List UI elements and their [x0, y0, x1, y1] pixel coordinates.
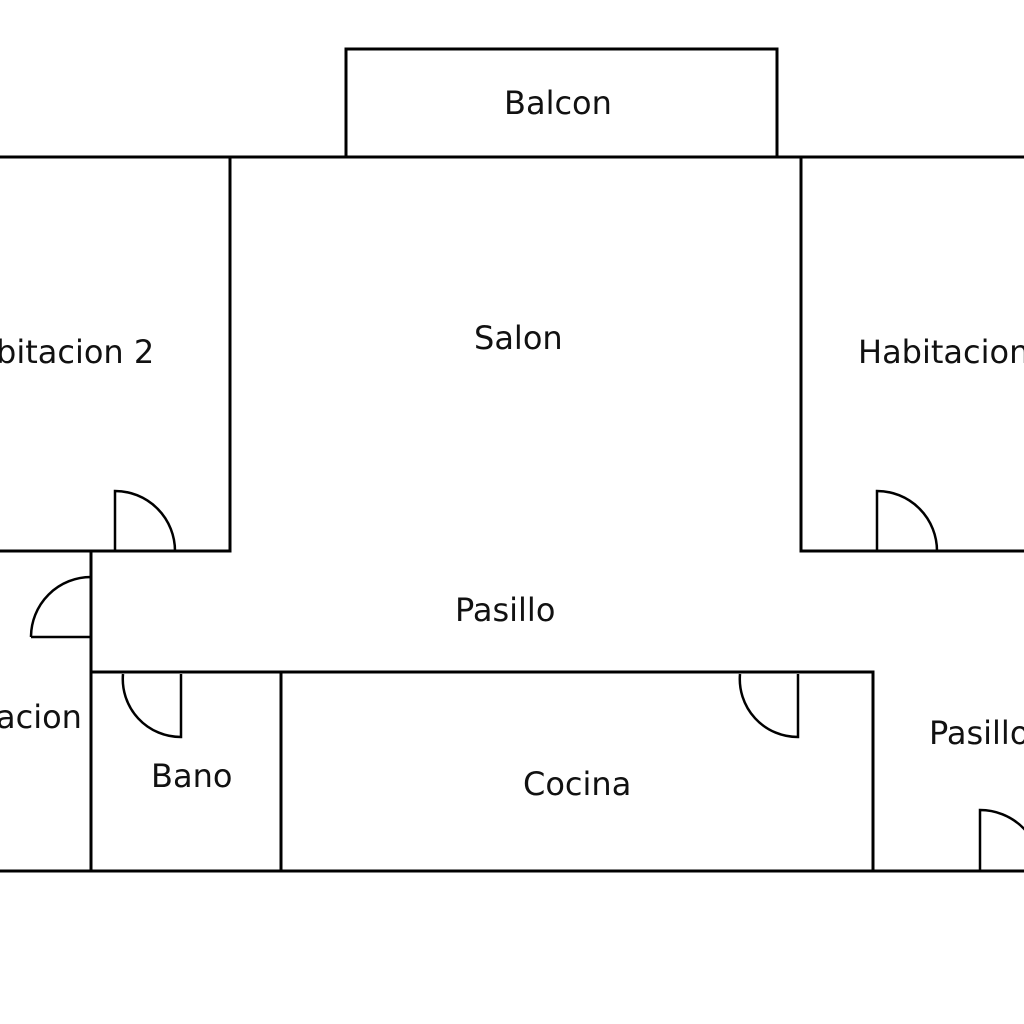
- label-habitacion-1: Habitacion: [858, 333, 1024, 371]
- label-cocina: Cocina: [523, 765, 631, 803]
- door-cocina: [738, 673, 800, 739]
- door-habitacion-1: [875, 489, 939, 552]
- label-balcon: Balcon: [504, 84, 612, 122]
- habitacion-2-wall: [0, 155, 232, 553]
- label-habitacion-3: acion: [0, 698, 82, 736]
- label-pasillo-2: Pasillo: [929, 714, 1024, 752]
- habitacion-1-wall: [799, 155, 1024, 553]
- doors: [29, 489, 1024, 871]
- pasillo-bottom-wall: [89, 670, 875, 873]
- label-habitacion-2: bitacion 2: [0, 333, 154, 371]
- door-pasillo-2: [978, 808, 1024, 871]
- label-bano: Bano: [151, 757, 232, 795]
- label-salon: Salon: [474, 319, 563, 357]
- room-labels: Balcon Salon bitacion 2 Habitacion Pasil…: [0, 84, 1024, 803]
- door-habitacion-2: [113, 489, 177, 552]
- walls: [0, 47, 1024, 873]
- door-habitacion-3: [29, 575, 93, 639]
- door-bano: [121, 673, 183, 739]
- balcony-wall: [344, 47, 779, 159]
- label-pasillo: Pasillo: [455, 591, 555, 629]
